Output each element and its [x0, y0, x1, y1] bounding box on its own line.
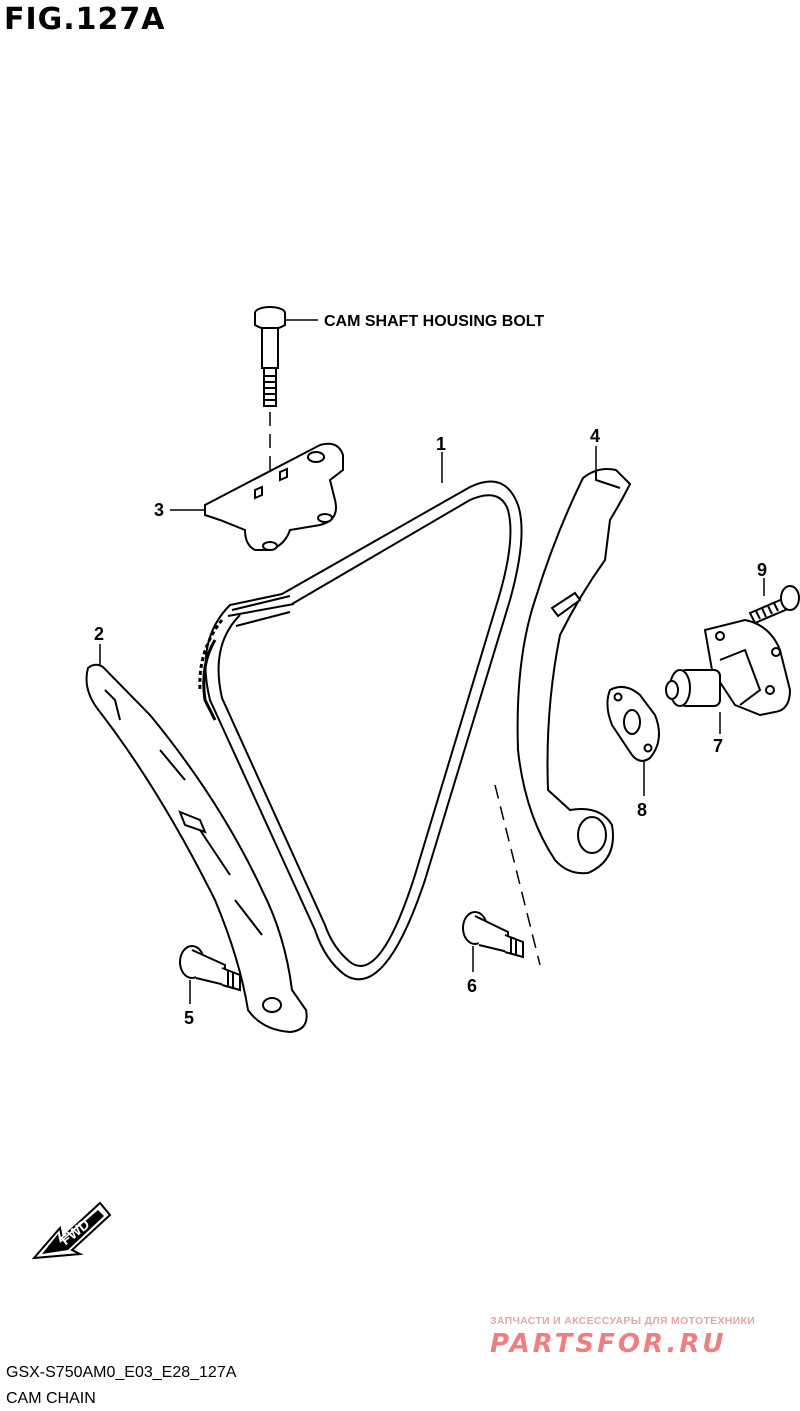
watermark-tagline: ЗАПЧАСТИ И АКСЕССУАРЫ ДЛЯ МОТОТЕХНИКИ [490, 1315, 756, 1327]
callout-8: 8 [637, 800, 647, 820]
cam-shaft-housing-bolt-part [254, 306, 286, 407]
watermark-logo: PARTSFOR.RU [490, 1329, 727, 1359]
callout-3: 3 [154, 500, 164, 520]
callout-7: 7 [713, 736, 723, 756]
callout-9: 9 [757, 560, 767, 580]
part-8-gasket [606, 685, 660, 762]
part-9-tensioner-bolt [748, 585, 800, 625]
fwd-arrow-icon: FWD [31, 1201, 112, 1260]
callout-5: 5 [184, 1008, 194, 1028]
part-6-guide-bolt [462, 911, 524, 959]
part-4-axis-line [494, 784, 541, 966]
part-7-chain-tensioner [665, 618, 792, 717]
callout-6: 6 [467, 976, 477, 996]
diagram-code: GSX-S750AM0_E03_E28_127A [6, 1364, 237, 1381]
callout-1: 1 [436, 434, 446, 454]
part-5-guide-bolt [179, 945, 241, 992]
callout-2: 2 [94, 624, 104, 644]
part-3-bracket [204, 442, 344, 551]
part-2-chain-guide [85, 663, 308, 1034]
figure-title: FIG.127A [4, 2, 166, 37]
part-1-cam-chain [198, 480, 523, 981]
callout-4: 4 [590, 426, 600, 446]
diagram-caption: CAM CHAIN [6, 1390, 96, 1407]
part-4-chain-guide [516, 468, 632, 875]
callout-cam-shaft-housing-bolt: CAM SHAFT HOUSING BOLT [324, 313, 544, 330]
